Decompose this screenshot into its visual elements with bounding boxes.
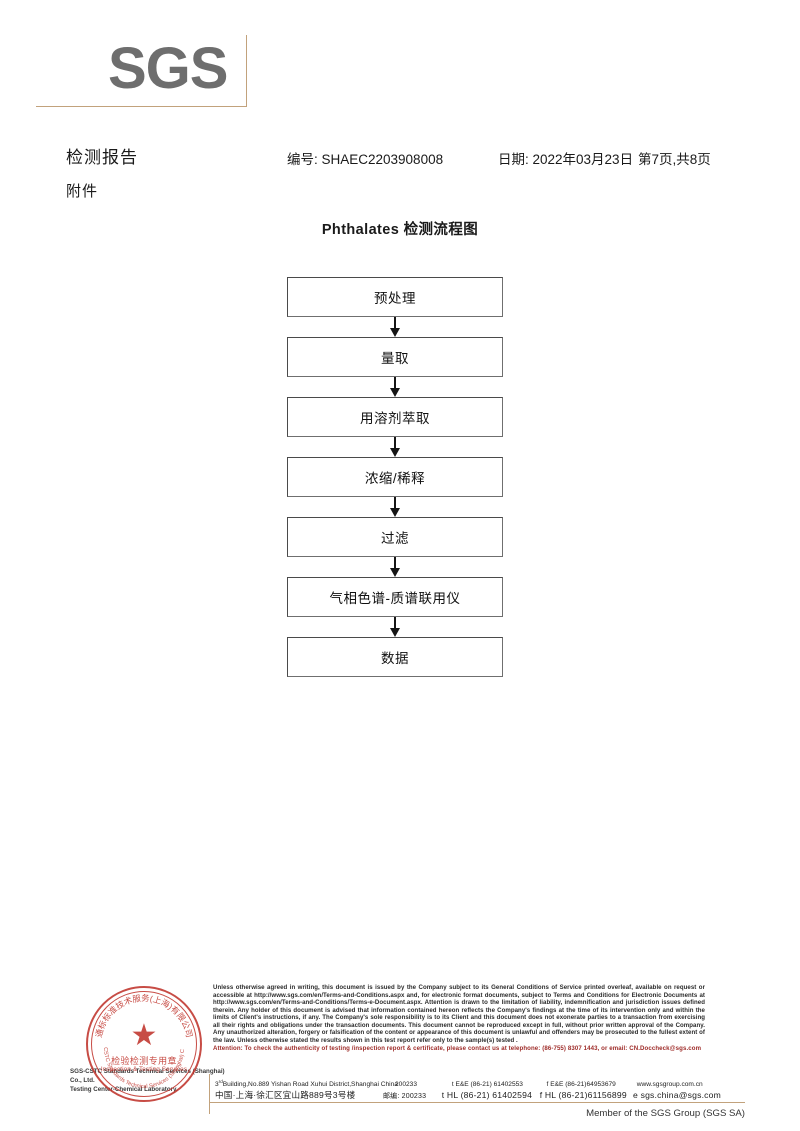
address-fax-cn: f HL (86-21)61156899 <box>539 1089 627 1100</box>
flow-arrow-icon <box>287 617 503 637</box>
address-website: www.sgsgroup.com.cn <box>636 1081 703 1089</box>
flow-step: 气相色谱-质谱联用仪 <box>287 577 503 617</box>
legal-attention-text: Attention: To check the authenticity of … <box>213 1045 702 1052</box>
address-row-chinese: 中国·上海·徐汇区宜山路889号3号楼 邮编: 200233 t HL (86-… <box>215 1089 745 1102</box>
flow-step: 预处理 <box>287 277 503 317</box>
flow-step: 量取 <box>287 337 503 377</box>
seal-arc-english: SGS-CSTC Standards Technical Services (S… <box>88 988 186 1090</box>
address-tel-en: t E&E (86-21) 61402553 <box>451 1081 523 1089</box>
flow-step: 过滤 <box>287 517 503 557</box>
seal-inner-ring <box>91 991 197 1097</box>
address-postcode-en: 200233 <box>395 1081 418 1089</box>
flow-arrow-icon <box>287 497 503 517</box>
seal-center-chinese: 检验检测专用章 <box>111 1056 177 1066</box>
flow-arrow-icon <box>287 557 503 577</box>
address-block: 3rdBuilding,No.889 Yishan Road Xuhui Dis… <box>215 1076 745 1101</box>
company-seal-stamp: 通标标准技术服务(上海)有限公司 SGS-CSTC Standards Tech… <box>86 986 202 1102</box>
seal-arc-chinese: 通标标准技术服务(上海)有限公司 <box>93 993 194 1039</box>
flow-arrow-icon <box>287 317 503 337</box>
sgs-logo-text: SGS <box>108 36 229 101</box>
flow-step: 浓缩/稀释 <box>287 457 503 497</box>
page-subtitle: 附件 <box>66 183 99 200</box>
seal-center-english: Inspection & Testing Services <box>100 1066 188 1073</box>
report-number: 编号: SHAEC2203908008 <box>287 152 444 167</box>
legal-block: Unless otherwise agreed in writing, this… <box>213 984 705 1053</box>
address-fax-en: f E&E (86-21)64953679 <box>546 1081 616 1089</box>
page-indicator: 第7页,共8页 <box>638 152 711 167</box>
address-email: e sgs.china@sgs.com <box>633 1089 722 1100</box>
flow-step: 用溶剂萃取 <box>287 397 503 437</box>
address-postcode-cn: 邮编: 200233 <box>382 1092 427 1100</box>
logo-horizontal-rule <box>36 106 246 107</box>
sgs-logo: SGS <box>36 35 247 110</box>
flowchart: 预处理 量取 用溶剂萃取 浓缩/稀释 过滤 气相色谱-质谱联用仪 数据 <box>287 277 503 677</box>
address-bracket-horizontal <box>209 1102 745 1103</box>
address-street-cn: 中国·上海·徐汇区宜山路889号3号楼 <box>215 1089 356 1100</box>
flow-arrow-icon <box>287 437 503 457</box>
address-street-en: 3rdBuilding,No.889 Yishan Road Xuhui Dis… <box>215 1079 398 1089</box>
report-date: 日期: 2022年03月23日 <box>498 152 634 167</box>
page-title: 检测报告 <box>66 148 138 167</box>
flow-arrow-icon <box>287 377 503 397</box>
address-bracket-vertical <box>209 1074 210 1114</box>
address-tel-cn: t HL (86-21) 61402594 <box>441 1089 533 1100</box>
address-row-english: 3rdBuilding,No.889 Yishan Road Xuhui Dis… <box>215 1076 745 1089</box>
logo-vertical-rule <box>246 35 247 107</box>
star-icon: ★ <box>130 1019 158 1052</box>
legal-terms-text: Unless otherwise agreed in writing, this… <box>213 984 705 1044</box>
flowchart-title: Phthalates 检测流程图 <box>321 222 479 238</box>
flow-step: 数据 <box>287 637 503 677</box>
sgs-group-member-note: Member of the SGS Group (SGS SA) <box>586 1108 745 1119</box>
